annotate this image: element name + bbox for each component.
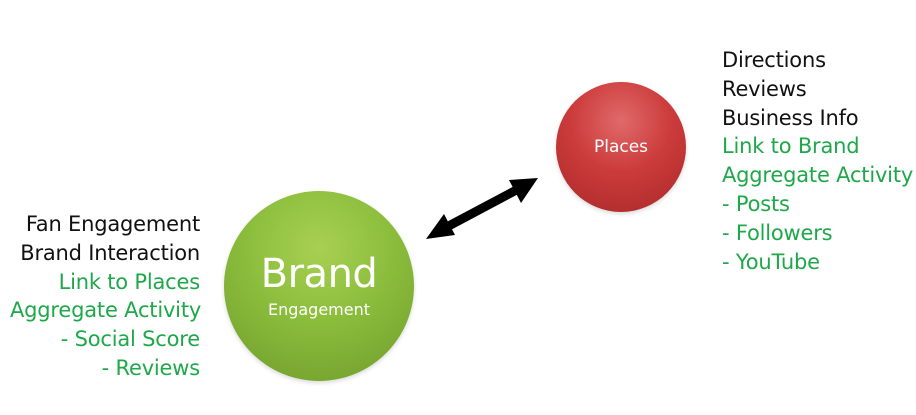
places-feature-item: Directions <box>722 48 826 72</box>
brand-node-title: Brand <box>260 251 378 297</box>
places-feature-item: Business Info <box>722 105 859 130</box>
places-feature-item: - Posts <box>722 191 790 216</box>
brand-feature-item: Aggregate Activity <box>10 298 202 323</box>
brand-feature-item: - Social Score <box>60 327 200 352</box>
brand-feature-item: - Reviews <box>101 355 201 380</box>
places-feature-item: - YouTube <box>722 249 820 274</box>
places-feature-list: Directions Reviews Business Info Link to… <box>722 46 913 276</box>
places-feature-item: - Followers <box>722 220 833 245</box>
brand-feature-list: Fan Engagement Brand Interaction Link to… <box>10 210 202 383</box>
brand-node-subtitle: Engagement <box>267 300 371 319</box>
brand-feature-item: Fan Engagement <box>25 212 200 236</box>
brand-feature-item: Link to Places <box>58 269 201 294</box>
places-node: Places <box>556 82 686 212</box>
double-arrow-icon <box>426 178 538 239</box>
brand-feature-item: Brand Interaction <box>20 240 200 265</box>
brand-engagement-node: Brand Engagement <box>224 191 414 381</box>
places-feature-item: Aggregate Activity <box>722 163 914 188</box>
places-feature-item: Link to Brand <box>722 134 860 159</box>
places-node-title: Places <box>593 137 649 157</box>
places-feature-item: Reviews <box>722 76 807 101</box>
